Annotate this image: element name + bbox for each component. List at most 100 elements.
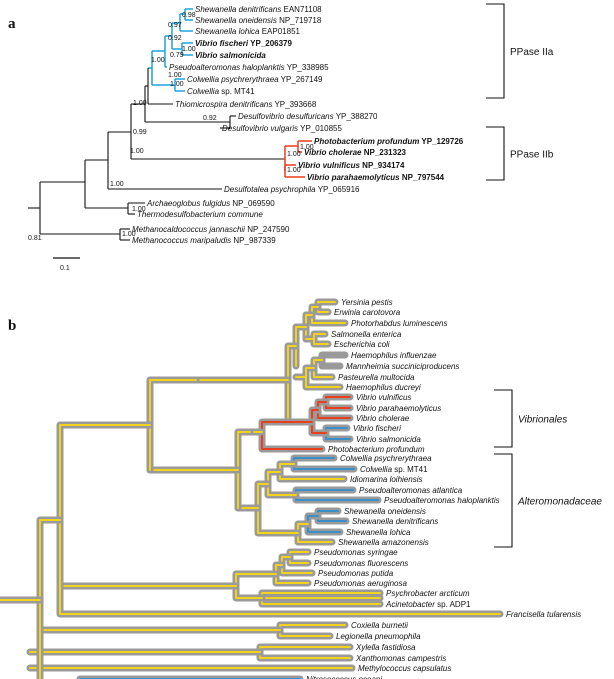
taxon-label-a: Pseudoalteromonas haloplanktis YP_338985 bbox=[169, 63, 329, 72]
taxon-label-b: Photorhabdus luminescens bbox=[351, 319, 448, 328]
support-value: 1.00 bbox=[168, 72, 182, 79]
taxon-label-b: Salmonella enterica bbox=[331, 330, 402, 339]
lineage-trace bbox=[261, 592, 381, 605]
taxon-label-a: Photobacterium profundum YP_129726 bbox=[314, 137, 464, 146]
taxon-label-a: Vibrio salmonicida bbox=[195, 51, 266, 60]
lineage-trace-outline bbox=[256, 643, 354, 662]
clade-label: PPase IIa bbox=[510, 47, 554, 58]
clade-bracket bbox=[486, 126, 505, 181]
taxon-label-a: Thiomicrospira denitrificans YP_393668 bbox=[175, 100, 317, 109]
taxon-label-a: Methanocaldococcus jannaschii NP_247590 bbox=[132, 225, 290, 234]
taxon-label-b: Erwinia carotovora bbox=[334, 308, 401, 317]
support-value: 0.97 bbox=[168, 22, 182, 29]
taxon-label-b: Xylella fastidiosa bbox=[355, 643, 416, 652]
lineage-trace-outline bbox=[322, 393, 354, 412]
support-value: 1.00 bbox=[133, 100, 147, 107]
panel-a: a Shewanella denitrificans EAN71108Shewan… bbox=[8, 3, 554, 272]
lineage-trace bbox=[305, 333, 329, 345]
support-value: 0.81 bbox=[28, 235, 42, 242]
support-value: 1.00 bbox=[287, 167, 301, 174]
taxon-label-b: Legionella pneumophila bbox=[336, 632, 421, 641]
support-value: 0.99 bbox=[133, 129, 147, 136]
taxon-label-a: Desulfovibrio desulfuricans YP_388270 bbox=[238, 112, 378, 121]
taxon-label-b: Shewanella lohica bbox=[346, 528, 411, 537]
taxon-label-b: Haemophilus influenzae bbox=[351, 351, 437, 360]
taxon-label-b: Shewanella denitrificans bbox=[352, 517, 438, 526]
taxon-label-b: Coxiella burnetii bbox=[351, 621, 408, 630]
panel-a-label: a bbox=[8, 16, 16, 32]
taxon-label-a: Vibrio vulnificus NP_934174 bbox=[298, 161, 405, 170]
taxon-label-b: Vibrio cholerae bbox=[356, 414, 410, 423]
lineage-trace bbox=[257, 483, 299, 534]
support-value: 0.79 bbox=[170, 52, 184, 59]
taxon-label-a: Colwellia sp. MT41 bbox=[187, 87, 255, 96]
taxon-label-a: Thermodesulfobacterium commune bbox=[137, 210, 263, 219]
taxon-label-b: Vibrio vulnificus bbox=[356, 393, 411, 402]
taxon-label-b: Francisella tularensis bbox=[506, 610, 581, 619]
taxon-label-b: Haemophilus ducreyi bbox=[346, 383, 421, 392]
taxon-label-a: Desulfotalea psychrophila YP_065916 bbox=[224, 185, 360, 194]
taxon-label-b: Colwellia sp. MT41 bbox=[360, 465, 428, 474]
taxon-label-b: Nitrosococcus oceani bbox=[306, 675, 382, 679]
taxon-label-a: Desulfovibrio vulgaris YP_010855 bbox=[222, 124, 342, 133]
support-value: 1.00 bbox=[182, 46, 196, 53]
taxon-label-a: Methanococcus maripaludis NP_987339 bbox=[132, 236, 276, 245]
support-value: 1.00 bbox=[300, 144, 314, 151]
taxon-label-b: Methylococcus capsulatus bbox=[358, 664, 451, 673]
taxon-label-b: Pseudomonas fluorescens bbox=[314, 559, 408, 568]
scale-bar-label: 0.1 bbox=[60, 265, 70, 272]
lineage-trace bbox=[311, 409, 327, 434]
taxon-label-b: Shewanella amazonensis bbox=[338, 538, 429, 547]
taxon-label-b: Colwellia psychrerythraea bbox=[340, 454, 432, 463]
clade-bracket bbox=[486, 3, 505, 99]
support-value: 1.00 bbox=[170, 81, 184, 88]
taxon-label-b: Shewanella oneidensis bbox=[344, 507, 426, 516]
taxon-label-b: Xanthomonas campestris bbox=[355, 654, 446, 663]
lineage-trace-outline bbox=[314, 507, 350, 525]
taxon-label-b: Vibrio parahaemolyticus bbox=[356, 404, 441, 413]
taxon-label-a: Shewanella lohica EAP01851 bbox=[195, 27, 301, 36]
taxon-label-b: Pseudomonas syringae bbox=[314, 548, 398, 557]
lineage-trace bbox=[149, 379, 197, 471]
support-value: 1.00 bbox=[132, 206, 146, 213]
clade-bracket bbox=[494, 453, 513, 548]
taxon-label-a: Archaeoglobus fulgidus NP_069590 bbox=[146, 199, 275, 208]
taxon-label-b: Pseudomonas putida bbox=[318, 569, 394, 578]
taxon-label-a: Colwellia psychrerythraea YP_267149 bbox=[187, 75, 323, 84]
taxon-label-a: Vibrio cholerae NP_231323 bbox=[304, 148, 407, 157]
taxon-label-b: Vibrio fischeri bbox=[353, 424, 401, 433]
support-value: 0.98 bbox=[182, 12, 196, 19]
lineage-trace bbox=[295, 367, 341, 388]
support-value: 1.00 bbox=[151, 57, 165, 64]
support-value: 1.00 bbox=[287, 151, 301, 158]
support-value: 0.92 bbox=[203, 115, 217, 122]
clade-label: Vibrionales bbox=[518, 415, 567, 426]
support-value: 1.00 bbox=[122, 231, 136, 238]
lineage-trace bbox=[235, 573, 277, 599]
taxon-label-b: Mannheimia succiniciproducens bbox=[346, 362, 459, 371]
taxon-label-b: Psychrobacter arcticum bbox=[386, 589, 470, 598]
taxon-label-b: Pseudomonas aeruginosa bbox=[314, 579, 408, 588]
taxon-label-b: Yersinia pestis bbox=[341, 298, 393, 307]
panel-b-label: b bbox=[8, 318, 16, 334]
taxon-label-b: Vibrio salmonicida bbox=[356, 435, 421, 444]
lineage-trace-outline bbox=[322, 424, 354, 443]
lineage-trace bbox=[267, 471, 297, 496]
taxon-label-a: Vibrio fischeri YP_206379 bbox=[195, 39, 293, 48]
taxon-label-a: Vibrio parahaemolyticus NP_797544 bbox=[307, 173, 445, 182]
taxon-label-b: Pseudoalteromonas haloplanktis bbox=[384, 496, 500, 505]
clade-bracket bbox=[494, 389, 513, 448]
lineage-trace-outline bbox=[146, 376, 200, 474]
support-value: 0.92 bbox=[168, 35, 182, 42]
taxon-label-b: Acinetobacter sp. ADP1 bbox=[385, 600, 471, 609]
clade-label: PPase IIb bbox=[510, 150, 554, 161]
taxon-label-b: Photobacterium profundum bbox=[328, 445, 425, 454]
taxon-label-a: Shewanella denitrificans EAN71108 bbox=[195, 5, 322, 14]
taxon-label-b: Pasteurella multocida bbox=[338, 373, 415, 382]
lineage-trace bbox=[59, 424, 501, 615]
support-value: 1.00 bbox=[130, 148, 144, 155]
taxon-label-b: Idiomarina loihiensis bbox=[350, 475, 422, 484]
taxon-label-a: Shewanella oneidensis NP_719718 bbox=[195, 16, 322, 25]
